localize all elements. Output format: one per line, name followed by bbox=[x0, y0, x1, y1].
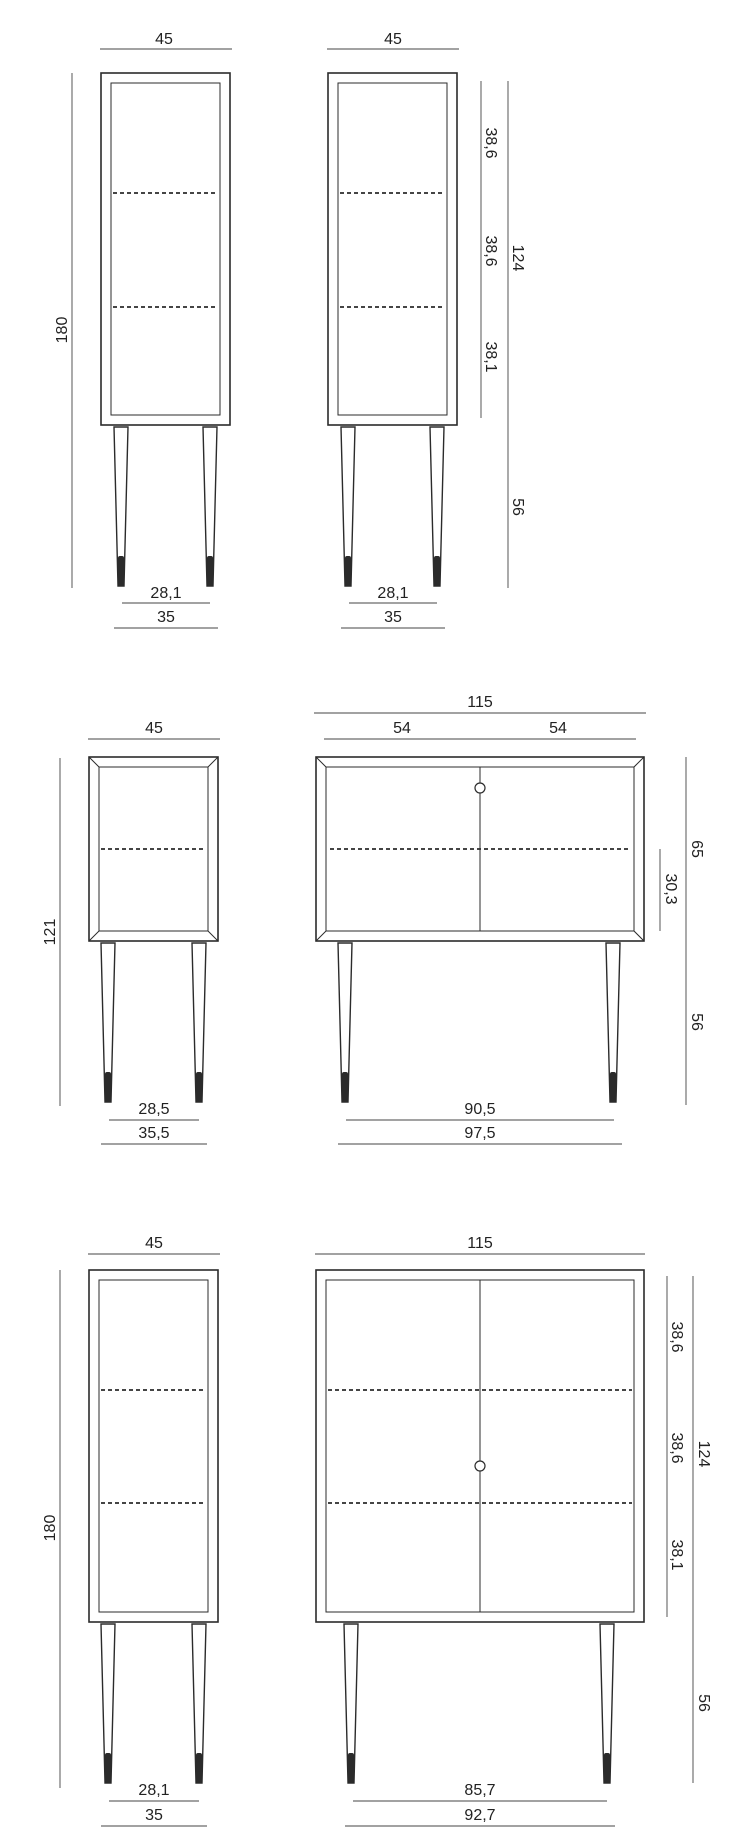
leg-height-label: 56 bbox=[509, 498, 526, 516]
cabinet-body bbox=[315, 756, 645, 942]
leg bbox=[337, 942, 353, 1103]
leg-foot bbox=[105, 1072, 111, 1102]
leg-height-label: 56 bbox=[695, 1694, 712, 1712]
glass-panel bbox=[98, 766, 209, 932]
leg-outer-label: 35 bbox=[157, 609, 175, 626]
shelf-3-label: 38,1 bbox=[482, 341, 499, 372]
width-label: 45 bbox=[384, 31, 402, 48]
drawing-tall-side-1: 45 180 28,1 35 bbox=[54, 31, 232, 629]
leg-foot bbox=[342, 1072, 348, 1102]
leg bbox=[113, 426, 129, 587]
total-width-label: 115 bbox=[467, 694, 493, 711]
leg-foot bbox=[207, 556, 213, 586]
width-label: 45 bbox=[145, 1235, 163, 1252]
leg bbox=[100, 1623, 116, 1784]
leg bbox=[429, 426, 445, 587]
drawing-tall-side-detail: 45 38,6 38,6 38,1 124 56 28,1 35 bbox=[327, 31, 526, 629]
cabinet-body bbox=[315, 1269, 645, 1623]
height-label: 180 bbox=[54, 317, 71, 344]
leg-foot bbox=[348, 1753, 354, 1783]
leg-outer-label: 35 bbox=[145, 1807, 163, 1824]
bevel-corner bbox=[88, 930, 100, 942]
leg bbox=[343, 1623, 359, 1784]
width-label: 45 bbox=[145, 720, 163, 737]
glass-panel bbox=[98, 1279, 209, 1613]
body-height-label: 124 bbox=[695, 1441, 712, 1468]
bevel-corner bbox=[633, 930, 645, 942]
shelf-3-label: 38,1 bbox=[668, 1539, 685, 1570]
leg-foot bbox=[196, 1072, 202, 1102]
leg-inner-label: 85,7 bbox=[464, 1782, 495, 1799]
shelf-2-label: 38,6 bbox=[482, 235, 499, 266]
shelf-1-label: 38,6 bbox=[668, 1321, 685, 1352]
leg-foot bbox=[105, 1753, 111, 1783]
height-label: 121 bbox=[42, 919, 59, 946]
leg-inner-label: 28,1 bbox=[377, 585, 408, 602]
body-height-label: 124 bbox=[509, 245, 526, 272]
drawing-low-front: 115 54 54 30,3 65 56 90,5 97,5 bbox=[314, 694, 705, 1145]
leg-foot bbox=[604, 1753, 610, 1783]
drawing-low-side: 45 121 28,5 35,5 bbox=[42, 720, 220, 1145]
cabinet-body bbox=[88, 1269, 219, 1623]
glass-panel bbox=[337, 82, 448, 416]
leg-foot bbox=[196, 1753, 202, 1783]
shelf-2-label: 38,6 bbox=[668, 1432, 685, 1463]
bevel-corner bbox=[88, 756, 100, 768]
leg-outer-label: 97,5 bbox=[464, 1125, 495, 1142]
bevel-corner bbox=[633, 756, 645, 768]
shelf-height-label: 30,3 bbox=[662, 873, 679, 904]
leg-outer-label: 92,7 bbox=[464, 1807, 495, 1824]
bevel-corner bbox=[315, 756, 327, 768]
leg-foot bbox=[610, 1072, 616, 1102]
leg-inner-label: 28,5 bbox=[138, 1101, 169, 1118]
bevel-corner bbox=[207, 756, 219, 768]
door-knob bbox=[474, 782, 486, 794]
leg bbox=[599, 1623, 615, 1784]
leg-foot bbox=[345, 556, 351, 586]
leg-foot bbox=[118, 556, 124, 586]
leg-foot bbox=[434, 556, 440, 586]
leg-outer-label: 35,5 bbox=[138, 1125, 169, 1142]
bevel-corner bbox=[315, 930, 327, 942]
door-right-label: 54 bbox=[549, 720, 567, 737]
body-height-label: 65 bbox=[688, 840, 705, 858]
leg bbox=[340, 426, 356, 587]
leg bbox=[100, 942, 116, 1103]
leg bbox=[191, 942, 207, 1103]
cabinet-body bbox=[88, 756, 219, 942]
leg-outer-label: 35 bbox=[384, 609, 402, 626]
total-width-label: 115 bbox=[467, 1235, 493, 1252]
leg bbox=[191, 1623, 207, 1784]
door-knob bbox=[474, 1460, 486, 1472]
leg-inner-label: 28,1 bbox=[150, 585, 181, 602]
door-left-label: 54 bbox=[393, 720, 411, 737]
leg bbox=[202, 426, 218, 587]
leg-inner-label: 28,1 bbox=[138, 1782, 169, 1799]
width-label: 45 bbox=[155, 31, 173, 48]
leg-height-label: 56 bbox=[688, 1013, 705, 1031]
cabinet-body bbox=[100, 72, 231, 426]
drawing-tall-side-2: 45 180 28,1 35 bbox=[42, 1235, 220, 1827]
glass-panel bbox=[110, 82, 221, 416]
shelf-1-label: 38,6 bbox=[482, 127, 499, 158]
leg-inner-label: 90,5 bbox=[464, 1101, 495, 1118]
drawing-tall-front-2: 115 38,6 38,6 38,1 124 56 85,7 92,7 bbox=[315, 1235, 712, 1827]
height-label: 180 bbox=[42, 1515, 59, 1542]
cabinet-body bbox=[327, 72, 458, 426]
leg bbox=[605, 942, 621, 1103]
bevel-corner bbox=[207, 930, 219, 942]
